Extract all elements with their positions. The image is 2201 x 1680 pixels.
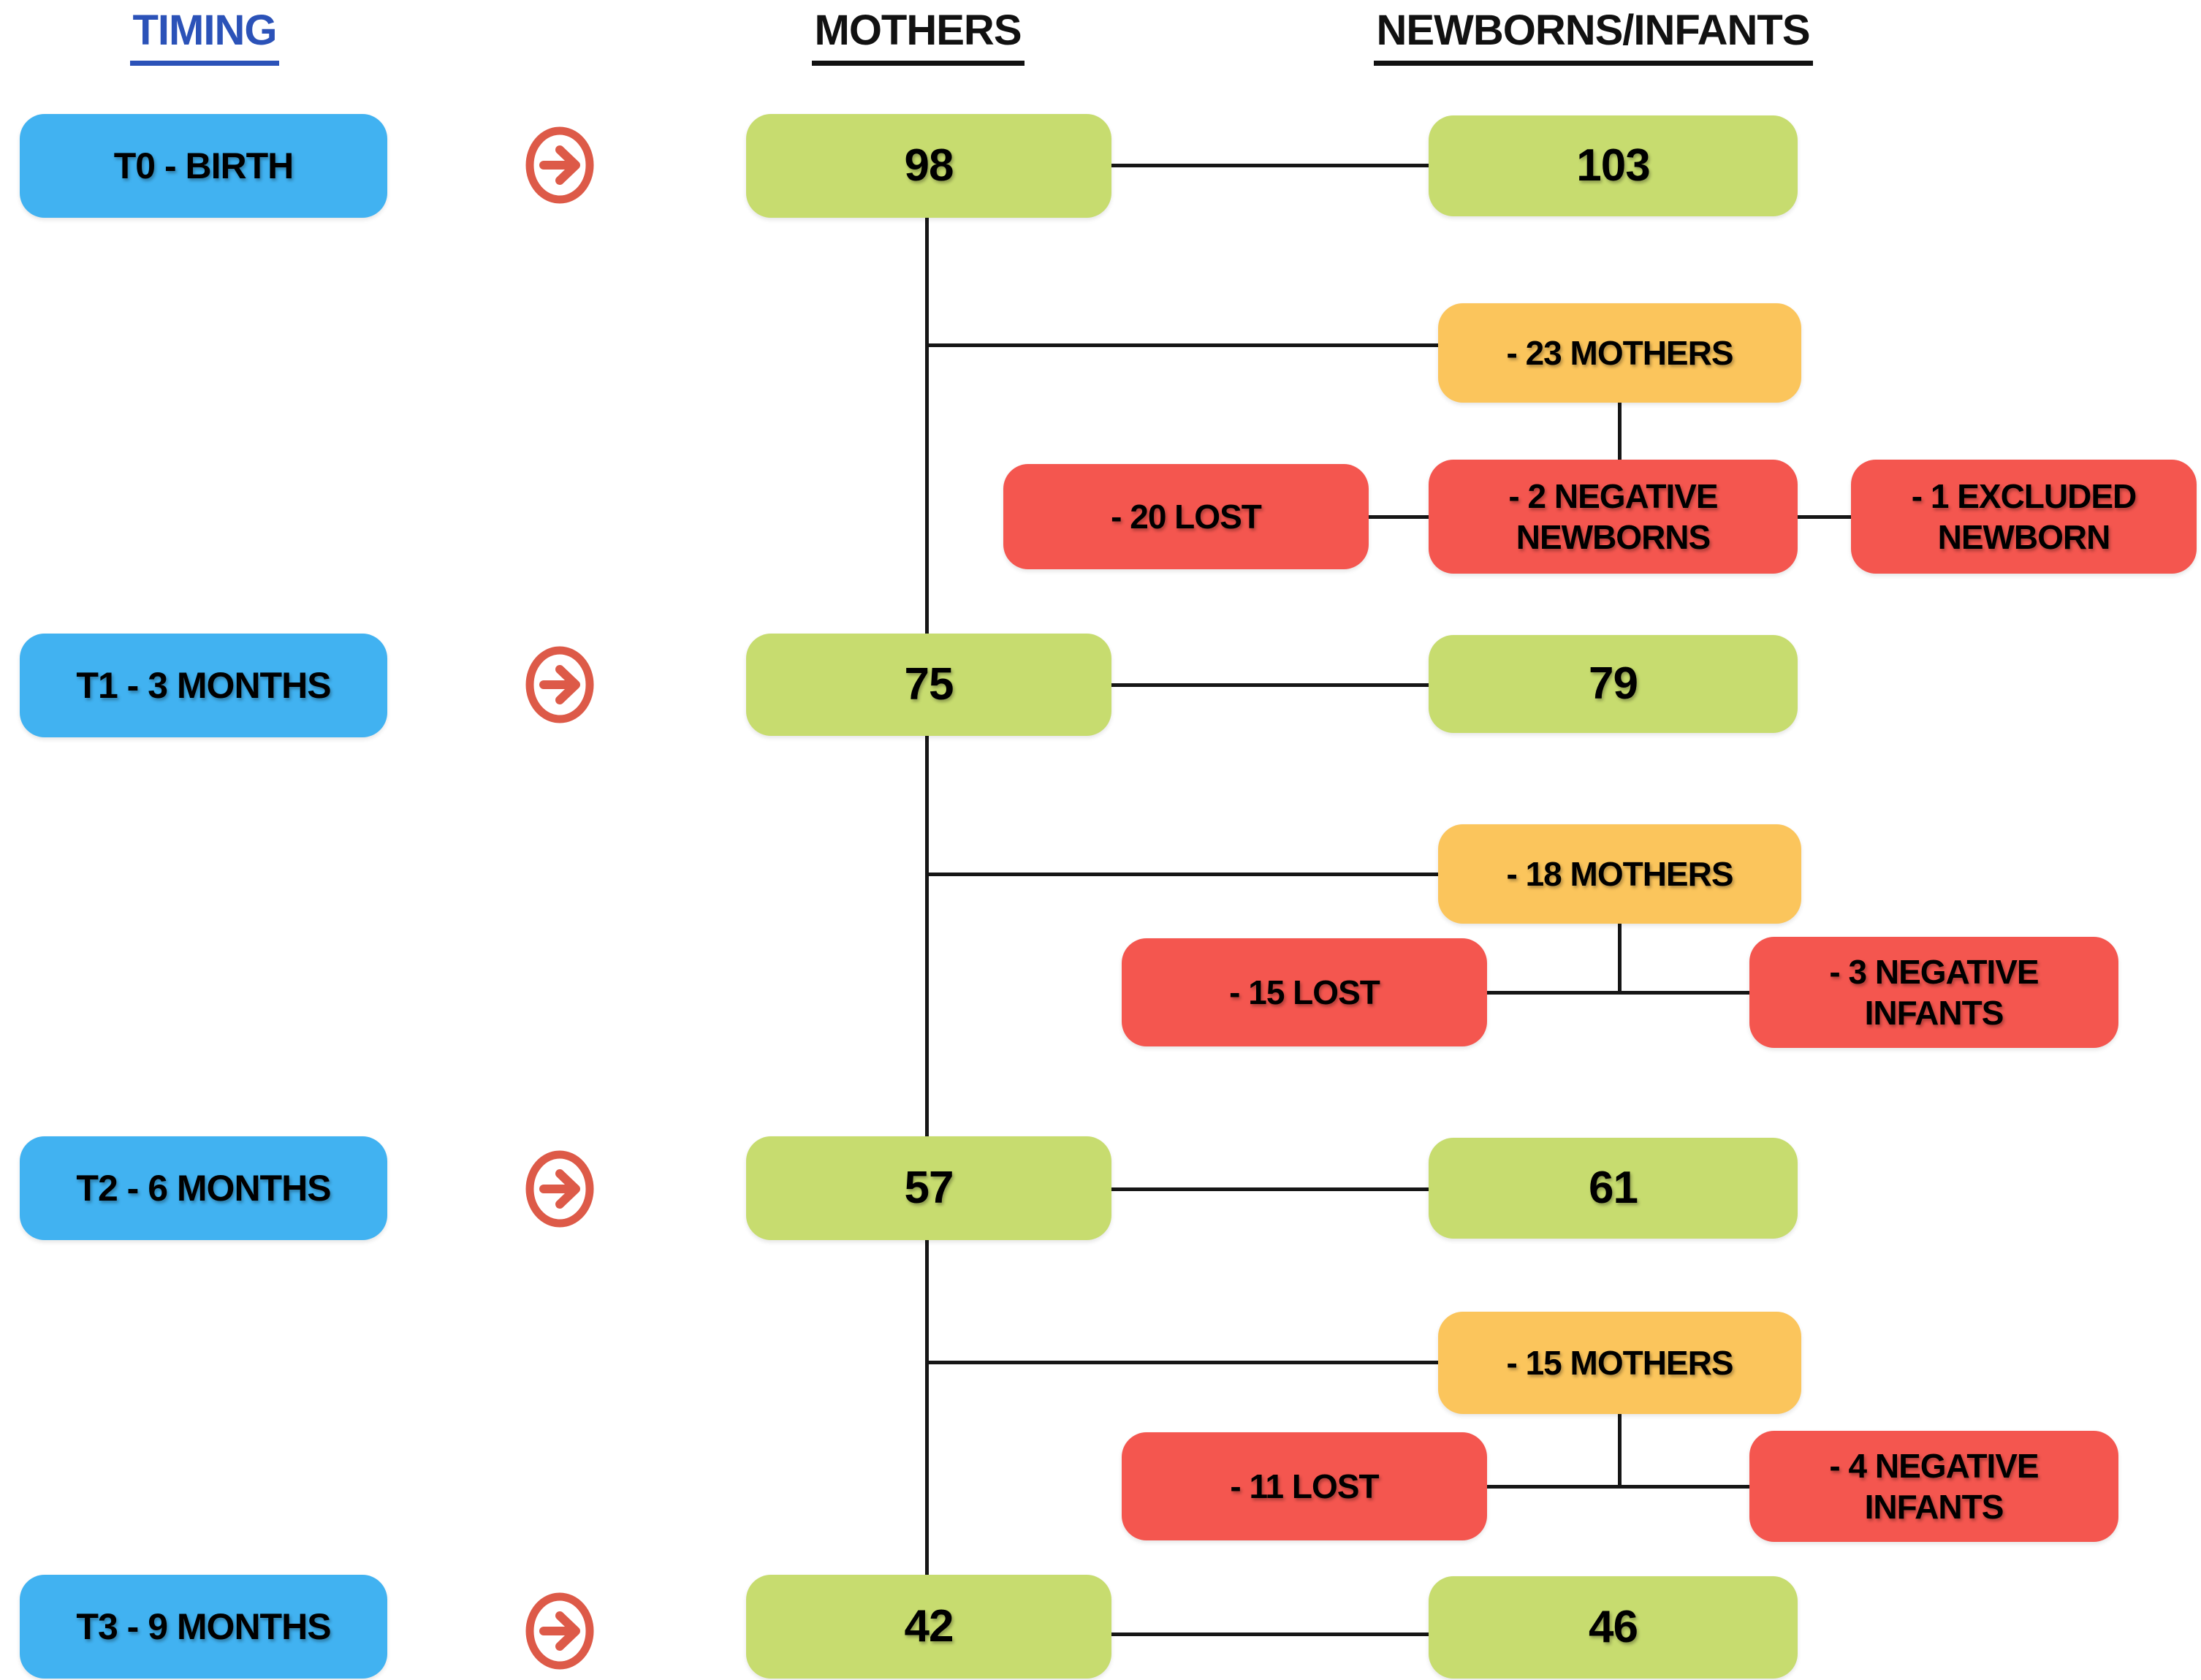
newborns-count-box-t2: 61: [1429, 1138, 1798, 1239]
timepoint-label-t1: T1 - 3 MONTHS: [76, 664, 331, 706]
connector-line-red0-a: [1366, 515, 1432, 519]
arrow-right-glyph: [525, 126, 594, 204]
newborns-count-t2: 61: [1589, 1163, 1638, 1214]
connector-line-branch-t1: [925, 873, 1438, 876]
arrow-right-glyph: [525, 646, 594, 723]
connector-line-red1: [1486, 991, 1751, 995]
newborns-count-box-t0: 103: [1429, 115, 1798, 216]
mothers-count-box-t0: 98: [746, 114, 1111, 218]
mothers-count-t3: 42: [904, 1601, 954, 1652]
newborns-count-box-t3: 46: [1429, 1576, 1798, 1679]
newborns-count-t1: 79: [1589, 658, 1638, 710]
connector-line-red2: [1486, 1485, 1751, 1489]
connector-line-red0-b: [1796, 515, 1853, 519]
dropout-negative-label-t2: - 4 NEGATIVE INFANTS: [1829, 1446, 2039, 1526]
header-mothers-label: MOTHERS: [811, 6, 1025, 66]
dropout-negative-label-t1: - 3 NEGATIVE INFANTS: [1829, 952, 2039, 1032]
connector-line-mothers-vertical: [925, 218, 929, 1575]
newborns-count-box-t1: 79: [1429, 635, 1798, 733]
dropout-mothers-label-t0: - 23 MOTHERS: [1506, 333, 1733, 372]
mothers-count-t2: 57: [904, 1163, 954, 1214]
connector-line-orange0-down: [1618, 401, 1622, 461]
dropout-lost-box-t1: - 15 LOST: [1122, 938, 1487, 1046]
header-timing-label: TIMING: [129, 6, 280, 66]
timepoint-box-t2: T2 - 6 MONTHS: [20, 1136, 387, 1240]
arrow-circle-icon: [522, 1146, 598, 1232]
mothers-count-box-t2: 57: [746, 1136, 1111, 1240]
arrow-circle-icon: [522, 122, 598, 208]
mothers-count-t1: 75: [904, 659, 954, 710]
connector-line-orange2-down: [1618, 1410, 1622, 1488]
dropout-lost-label-t2: - 11 LOST: [1230, 1467, 1379, 1505]
dropout-lost-label-t1: - 15 LOST: [1229, 973, 1380, 1011]
dropout-mothers-label-t1: - 18 MOTHERS: [1506, 854, 1733, 893]
dropout-lost-label-t0: - 20 LOST: [1111, 497, 1262, 536]
connector-line-branch-t0: [925, 343, 1438, 347]
arrow-right-glyph: [525, 1592, 594, 1670]
header-newborns-label: NEWBORNS/INFANTS: [1373, 6, 1813, 66]
dropout-excluded-label-t0: - 1 EXCLUDED NEWBORN: [1911, 476, 2137, 556]
newborns-count-t0: 103: [1576, 140, 1650, 191]
dropout-mothers-box-t0: - 23 MOTHERS: [1438, 303, 1801, 403]
dropout-mothers-label-t2: - 15 MOTHERS: [1506, 1343, 1733, 1382]
connector-line-orange1-down: [1618, 922, 1622, 994]
timepoint-label-t3: T3 - 9 MONTHS: [76, 1605, 331, 1647]
connector-line-t2-pair: [1111, 1187, 1429, 1191]
dropout-lost-box-t2: - 11 LOST: [1122, 1432, 1487, 1540]
dropout-mothers-box-t1: - 18 MOTHERS: [1438, 824, 1801, 924]
connector-line-t3-pair: [1111, 1633, 1429, 1636]
dropout-negative-box-t2: - 4 NEGATIVE INFANTS: [1749, 1431, 2118, 1542]
connector-line-branch-t2: [925, 1361, 1438, 1364]
dropout-excluded-box-t0: - 1 EXCLUDED NEWBORN: [1851, 460, 2197, 574]
arrow-circle-icon: [522, 642, 598, 728]
timepoint-label-t2: T2 - 6 MONTHS: [76, 1167, 331, 1209]
timepoint-box-t1: T1 - 3 MONTHS: [20, 634, 387, 737]
arrow-circle-icon: [522, 1588, 598, 1674]
mothers-count-box-t1: 75: [746, 634, 1111, 736]
timepoint-box-t0: T0 - BIRTH: [20, 114, 387, 218]
mothers-count-box-t3: 42: [746, 1575, 1111, 1679]
dropout-mothers-box-t2: - 15 MOTHERS: [1438, 1312, 1801, 1414]
timepoint-label-t0: T0 - BIRTH: [113, 145, 294, 186]
connector-line-t0-pair: [1111, 164, 1429, 167]
timepoint-box-t3: T3 - 9 MONTHS: [20, 1575, 387, 1679]
header-timing: TIMING: [58, 6, 351, 66]
arrow-right-glyph: [525, 1150, 594, 1228]
dropout-negative-box-t0: - 2 NEGATIVE NEWBORNS: [1429, 460, 1798, 574]
newborns-count-t3: 46: [1589, 1602, 1638, 1653]
dropout-lost-box-t0: - 20 LOST: [1003, 464, 1369, 569]
header-mothers: MOTHERS: [772, 6, 1064, 66]
mothers-count-t0: 98: [904, 140, 954, 191]
connector-line-t1-pair: [1111, 683, 1429, 687]
header-newborns: NEWBORNS/INFANTS: [1337, 6, 1849, 66]
dropout-negative-label-t0: - 2 NEGATIVE NEWBORNS: [1508, 476, 1718, 556]
dropout-negative-box-t1: - 3 NEGATIVE INFANTS: [1749, 937, 2118, 1048]
